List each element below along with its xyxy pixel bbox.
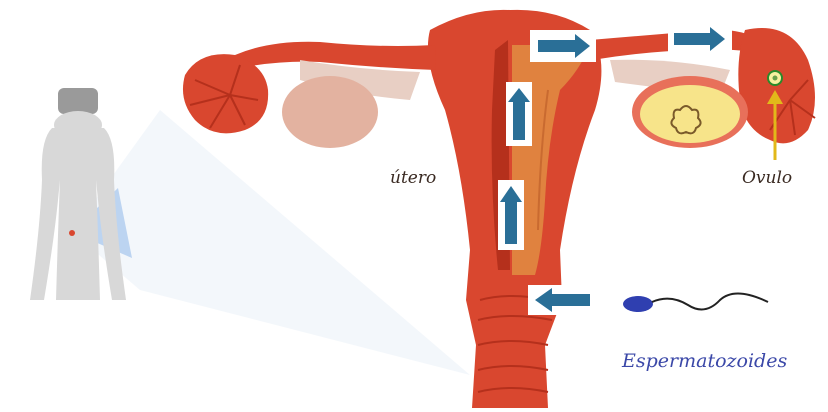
sperm-illustration [623, 293, 768, 312]
ovum-nucleus [773, 76, 778, 81]
zoom-cone [72, 110, 470, 375]
sperm-label: Espermatozoides [622, 350, 787, 372]
right-arrow-icon [668, 24, 732, 54]
up-arrow-icon [498, 180, 524, 250]
left-arrow-icon [528, 285, 596, 315]
left-ovary [282, 76, 378, 148]
right-arrow-icon [530, 30, 596, 62]
ovum-label: Ovulo [742, 168, 792, 188]
up-arrow-icon [506, 82, 532, 146]
uterus-label: útero [390, 168, 436, 188]
body-silhouette [30, 88, 126, 300]
